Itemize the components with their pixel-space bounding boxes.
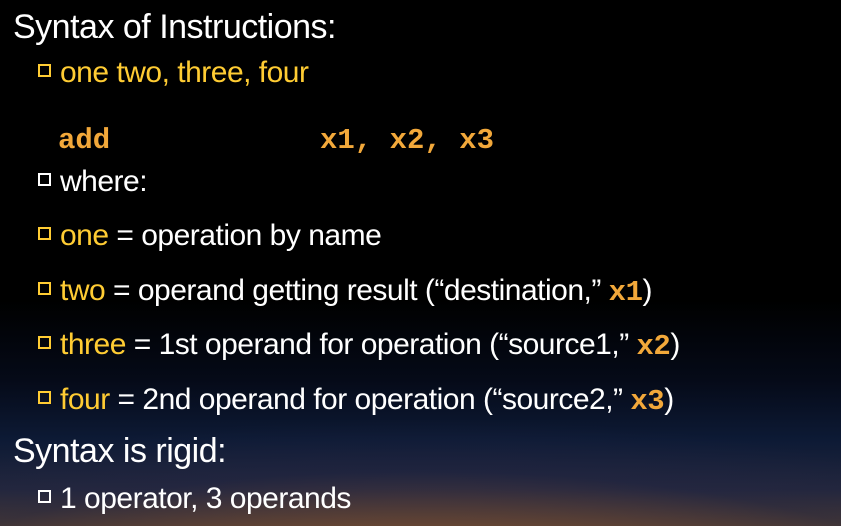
format-text: one two, three, four <box>60 56 309 89</box>
def-close: ) <box>670 328 680 361</box>
def-register: x3 <box>630 385 665 418</box>
def-text: = 1st operand for operation (“source1,” <box>125 328 637 361</box>
bullet-square-icon <box>38 489 51 503</box>
rigid-text: 1 operator, 3 operands <box>60 482 351 515</box>
def-close: ) <box>664 383 674 416</box>
def-term: three <box>60 328 126 361</box>
def-register: x1 <box>608 276 643 309</box>
code-example: add x1, x2, x3 <box>58 126 558 155</box>
def-text: = 2nd operand for operation (“source2,” <box>109 383 631 416</box>
bullet-rigid: 1 operator, 3 operands <box>38 484 351 514</box>
where-text: where: <box>60 165 148 198</box>
def-register: x2 <box>636 330 671 363</box>
def-one: one = operation by name <box>38 219 382 252</box>
bullet-where: where: <box>38 165 148 198</box>
def-text: = operation by name <box>108 219 382 252</box>
bullet-square-icon <box>38 390 51 404</box>
heading-syntax-of-instructions: Syntax of Instructions: <box>13 8 337 46</box>
def-two: two = operand getting result (“destinati… <box>38 276 652 307</box>
code-opcode: add <box>58 124 111 157</box>
def-term: four <box>60 383 110 416</box>
bullet-format: one two, three, four <box>38 58 309 88</box>
bullet-square-icon <box>38 335 51 349</box>
def-text: = operand getting result (“destination,” <box>105 274 609 307</box>
bullet-square-icon <box>38 226 51 240</box>
bullet-square-icon <box>38 63 51 77</box>
def-four: four = 2nd operand for operation (“sourc… <box>38 385 674 416</box>
bullet-square-icon <box>38 172 51 186</box>
code-operands: x1, x2, x3 <box>320 124 495 157</box>
def-close: ) <box>642 274 652 307</box>
def-term: two <box>60 274 106 307</box>
heading-syntax-is-rigid: Syntax is rigid: <box>13 432 227 470</box>
def-three: three = 1st operand for operation (“sour… <box>38 330 680 361</box>
bullet-square-icon <box>38 281 51 295</box>
def-term: one <box>60 219 109 252</box>
